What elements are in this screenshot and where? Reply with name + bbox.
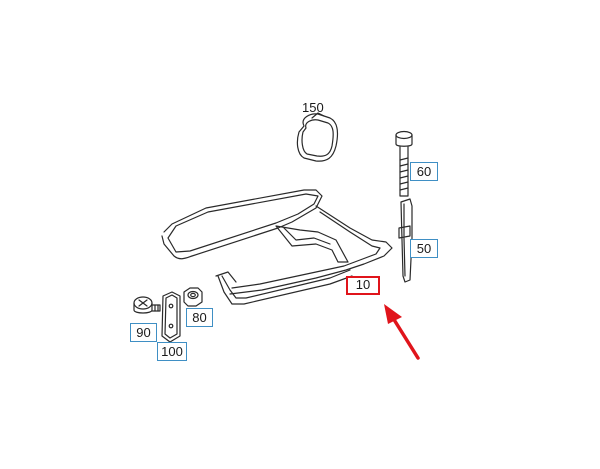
callout-80[interactable]: 80 (186, 308, 213, 327)
part-150-cap[interactable] (296, 112, 339, 162)
callout-150[interactable]: 150 (302, 100, 324, 115)
part-90-screw[interactable] (133, 296, 161, 314)
callout-100[interactable]: 100 (157, 342, 187, 361)
part-60-bolt[interactable] (395, 130, 413, 197)
part-80-nut[interactable] (183, 287, 203, 307)
part-10-frame[interactable] (161, 189, 393, 305)
callout-60[interactable]: 60 (410, 162, 438, 181)
highlight-arrow (384, 304, 420, 360)
part-100-clip[interactable] (161, 291, 181, 343)
callout-90[interactable]: 90 (130, 323, 157, 342)
callout-10[interactable]: 10 (346, 276, 380, 295)
part-50-bracket[interactable] (398, 198, 413, 283)
callout-50[interactable]: 50 (410, 239, 438, 258)
